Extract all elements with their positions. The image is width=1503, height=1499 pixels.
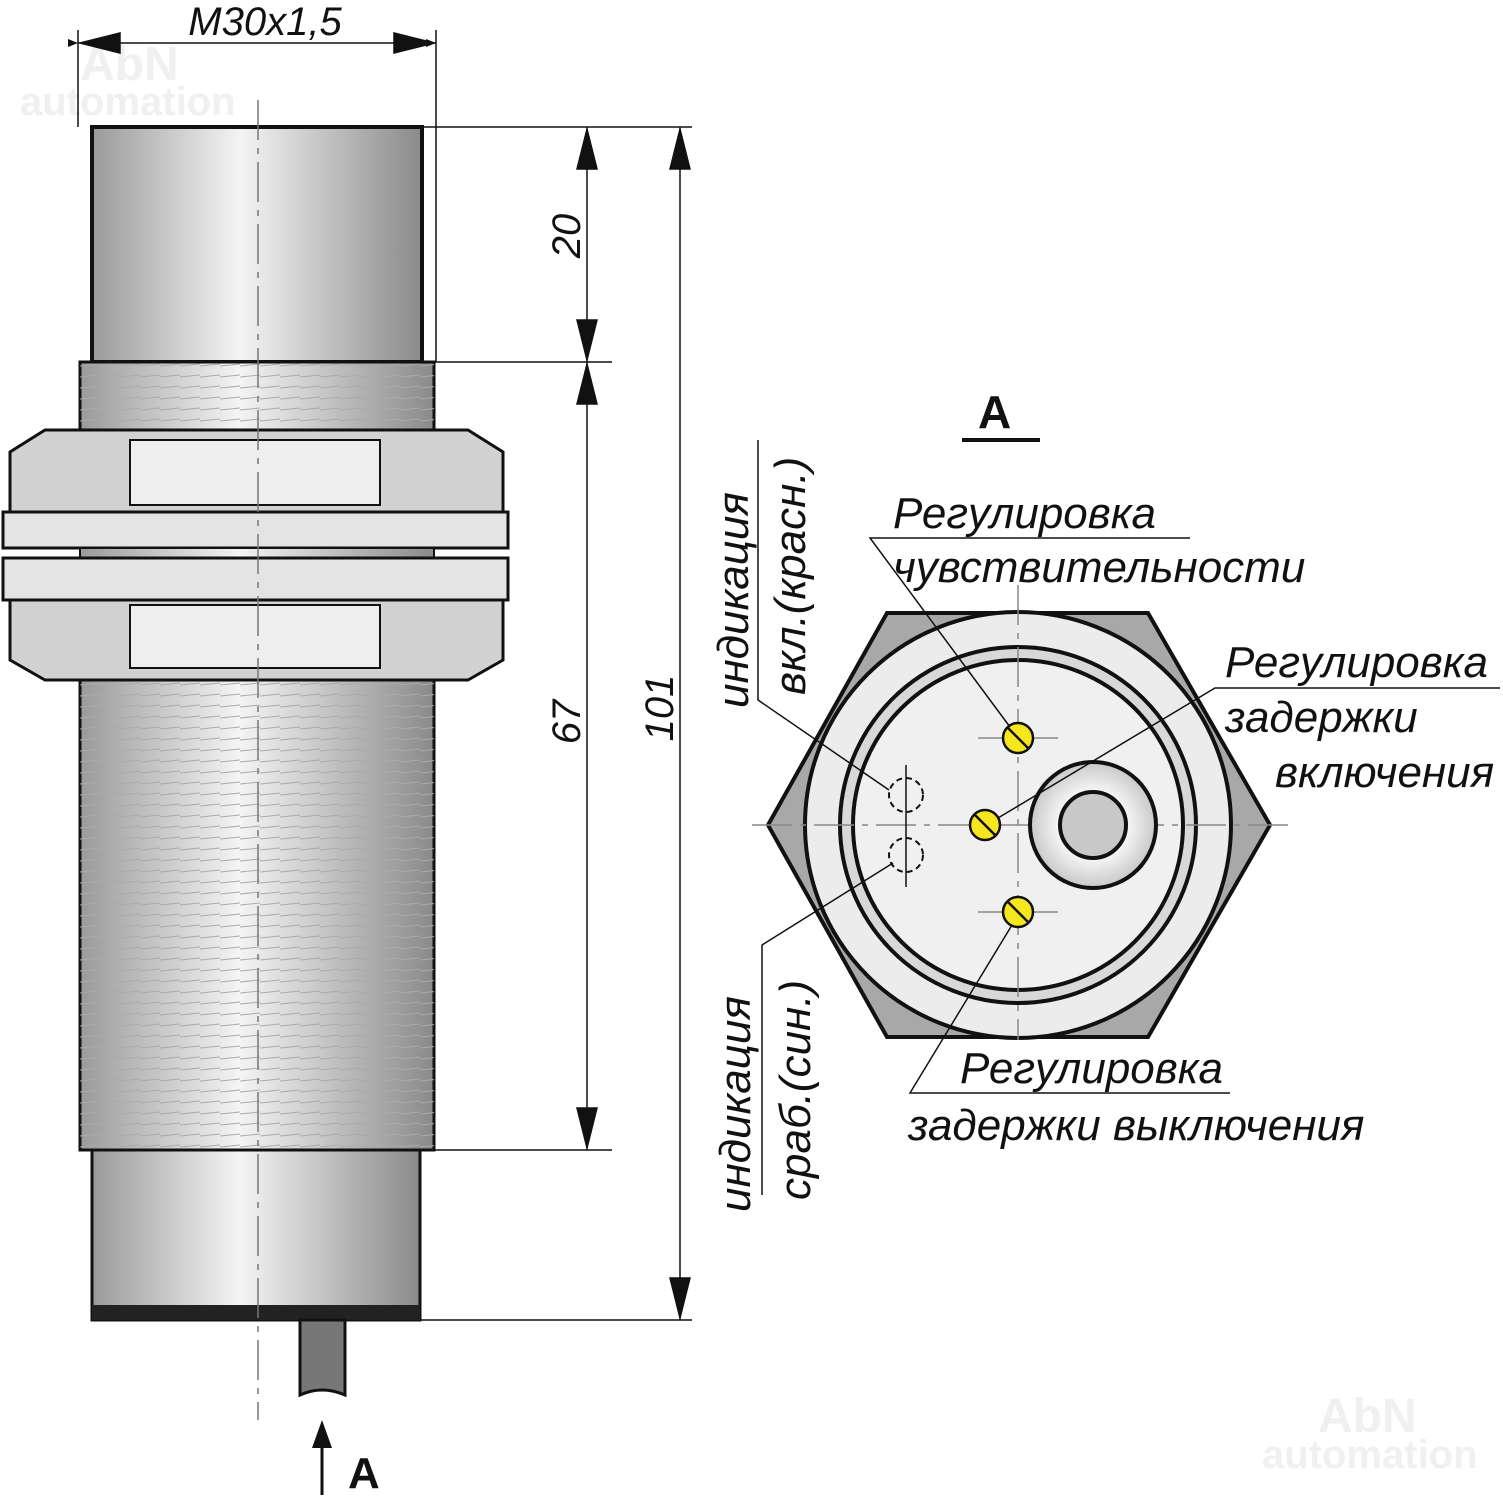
label-sensitivity-2: чувствительности — [893, 543, 1305, 592]
svg-text:automation: automation — [1262, 1433, 1478, 1477]
svg-text:AbN: AbN — [1318, 1390, 1417, 1443]
watermark-top: AbN automation — [20, 38, 236, 124]
screw-sensitivity — [1001, 721, 1035, 755]
indicator-on-led — [888, 777, 924, 813]
svg-text:automation: automation — [20, 80, 236, 124]
label-on-delay-1: Регулировка — [1225, 638, 1488, 687]
view-marker-label: A — [348, 1449, 380, 1498]
label-on-delay-2: задержки — [1224, 693, 1418, 742]
label-off-delay-2: задержки выключения — [907, 1101, 1364, 1150]
leader-lines — [757, 440, 1500, 1195]
label-indicator-trigger-1: индикация — [711, 996, 760, 1212]
thread-dimension: M30x1,5 — [188, 0, 342, 44]
label-on-delay-3: включения — [1275, 748, 1494, 797]
screw-on-delay — [968, 808, 1002, 842]
label-indicator-on-1: индикация — [709, 492, 758, 708]
sensor-front-view — [752, 585, 1290, 1040]
label-indicator-on-2: вкл.(красн.) — [766, 457, 815, 695]
view-arrow — [312, 1420, 332, 1495]
total-length-dimension: 101 — [638, 675, 682, 742]
label-sensitivity-1: Регулировка — [893, 489, 1156, 538]
thread-length-dimension: 67 — [545, 698, 589, 744]
indicator-trigger-led — [888, 837, 924, 873]
cap-length-dimension: 20 — [545, 214, 589, 260]
sensor-side-view — [1, 100, 510, 1420]
watermark-bottom: AbN automation — [1262, 1390, 1478, 1477]
label-off-delay-1: Регулировка — [960, 1044, 1223, 1093]
dimension-lines — [68, 30, 692, 1321]
view-title: A — [978, 386, 1011, 438]
screw-off-delay — [1001, 895, 1035, 929]
label-indicator-trigger-2: сраб.(син.) — [771, 980, 820, 1200]
